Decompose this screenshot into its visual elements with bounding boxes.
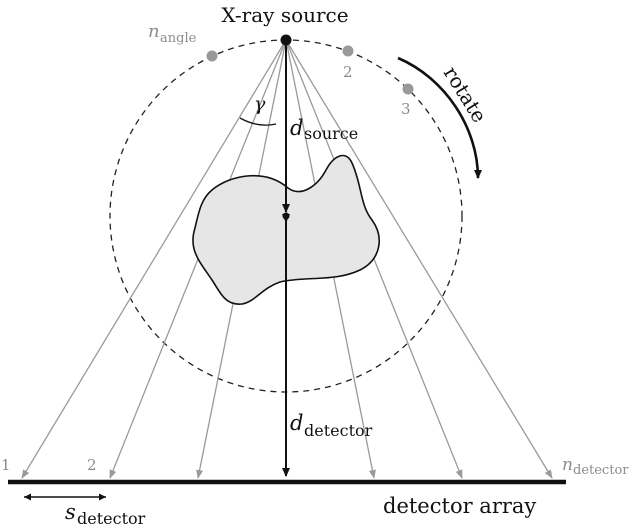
x-ray-beam-6	[285, 39, 553, 479]
rotation-center-dot	[282, 212, 290, 220]
svg-text:n: n	[562, 455, 573, 475]
svg-text:angle: angle	[160, 31, 197, 46]
svg-text:s: s	[65, 500, 76, 524]
svg-text:n: n	[148, 21, 160, 42]
angle-index-3: 3	[401, 100, 411, 118]
d-detector-label: d detector	[290, 411, 373, 440]
svg-text:d: d	[290, 116, 303, 140]
x-ray-beam-1	[21, 39, 287, 479]
s-detector-label: s detector	[65, 500, 146, 526]
d-source-label: d source	[290, 116, 358, 143]
svg-text:d: d	[290, 411, 303, 435]
n-angle-label: n angle	[148, 21, 197, 46]
angle-marker-2	[342, 45, 354, 57]
svg-text:source: source	[304, 124, 358, 143]
gamma-label: γ	[254, 93, 266, 115]
angle-marker-3	[402, 83, 414, 95]
x-ray-source-label: X-ray source	[221, 3, 348, 27]
detector-array-label: detector array	[383, 494, 536, 518]
x-ray-source-point	[280, 34, 292, 46]
n-detector-label: n detector	[562, 455, 629, 478]
detector-index-2: 2	[87, 456, 97, 474]
detector-index-1: 1	[1, 456, 11, 474]
svg-text:detector: detector	[304, 421, 373, 440]
x-ray-fan	[21, 39, 553, 479]
angle-index-2: 2	[343, 63, 353, 81]
svg-text:detector: detector	[77, 509, 146, 526]
gamma-angle-arc	[239, 117, 277, 126]
angle-marker-n	[206, 50, 218, 62]
rotate-arrow	[397, 56, 482, 179]
svg-text:detector: detector	[573, 463, 629, 478]
